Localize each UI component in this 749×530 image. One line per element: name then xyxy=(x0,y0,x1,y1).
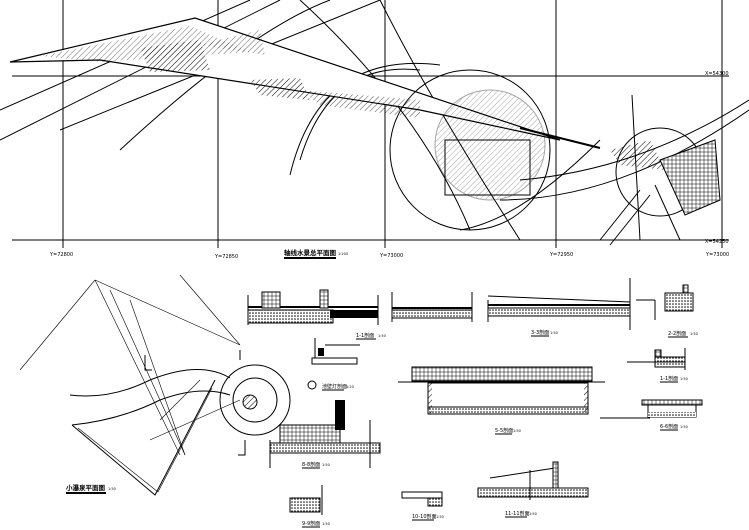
lamp-section: 池壁灯剖面 1:20 xyxy=(307,338,360,391)
section-11-11: 11-11剖面 1:50 xyxy=(477,461,589,518)
svg-text:1:20: 1:20 xyxy=(346,385,354,389)
svg-text:3-3剖面: 3-3剖面 xyxy=(531,329,549,336)
svg-text:池壁灯剖面: 池壁灯剖面 xyxy=(322,383,347,390)
section-2-2: 2-2剖面 1:50 xyxy=(636,284,698,338)
svg-text:10-10剖面: 10-10剖面 xyxy=(412,513,437,520)
svg-text:1:50: 1:50 xyxy=(378,334,386,338)
svg-text:1:200: 1:200 xyxy=(338,252,348,256)
svg-text:1-1剖面: 1-1剖面 xyxy=(660,375,678,382)
section-6-6: 6-6剖面 1:50 xyxy=(600,399,703,431)
svg-text:1-1剖面: 1-1剖面 xyxy=(356,332,374,339)
section-1-1-b: 1-1剖面 1:50 xyxy=(627,348,688,383)
circular-plaza xyxy=(389,69,551,231)
svg-text:1:50: 1:50 xyxy=(513,429,521,433)
svg-text:1:50: 1:50 xyxy=(690,332,698,336)
svg-text:1:50: 1:50 xyxy=(322,463,330,467)
svg-text:Y=72950: Y=72950 xyxy=(549,252,573,258)
svg-text:9-9剖面: 9-9剖面 xyxy=(302,520,320,527)
svg-text:1:50: 1:50 xyxy=(529,512,537,516)
svg-text:轴线水景总平面图: 轴线水景总平面图 xyxy=(284,248,337,257)
svg-text:1:50: 1:50 xyxy=(322,522,330,526)
section-9-9: 9-9剖面 1:50 xyxy=(289,485,330,528)
svg-text:Y=73000: Y=73000 xyxy=(705,252,729,258)
section-1-1-a: 1-1剖面 1:50 xyxy=(247,289,386,340)
svg-text:1:50: 1:50 xyxy=(108,487,116,491)
svg-text:11-11剖面: 11-11剖面 xyxy=(505,510,530,517)
svg-text:6-6剖面: 6-6剖面 xyxy=(660,423,678,430)
axis-labels: Y=72800 Y=72850 Y=73000 Y=72950 Y=73000 … xyxy=(49,71,729,260)
svg-text:Y=73000: Y=73000 xyxy=(379,253,403,259)
svg-text:2-2剖面: 2-2剖面 xyxy=(668,330,686,337)
section-mid xyxy=(391,292,473,322)
svg-text:1:50: 1:50 xyxy=(680,377,688,381)
svg-text:小瀑泉平面图: 小瀑泉平面图 xyxy=(65,483,106,492)
main-site-plan xyxy=(0,0,749,248)
section-5-5: 5-5剖面 1:50 xyxy=(398,366,605,435)
section-8-8: 8-8剖面 1:50 xyxy=(269,400,381,469)
svg-text:1:50: 1:50 xyxy=(550,331,558,335)
svg-text:Y=72850: Y=72850 xyxy=(214,254,238,260)
svg-text:Y=72800: Y=72800 xyxy=(49,252,73,258)
svg-text:8-8剖面: 8-8剖面 xyxy=(302,461,320,468)
section-10-10: 10-10剖面 1:50 xyxy=(401,491,444,521)
main-plan-title: 轴线水景总平面图 1:200 xyxy=(284,248,348,259)
section-3-3: 3-3剖面 1:50 xyxy=(487,278,631,337)
svg-text:X=54300: X=54300 xyxy=(705,71,729,77)
svg-text:1:50: 1:50 xyxy=(680,425,688,429)
svg-text:5-5剖面: 5-5剖面 xyxy=(495,427,513,434)
small-waterfall-plan: 小瀑泉平面图 1:50 xyxy=(19,274,291,496)
svg-text:X=54250: X=54250 xyxy=(705,239,729,245)
svg-text:1:50: 1:50 xyxy=(436,515,444,519)
